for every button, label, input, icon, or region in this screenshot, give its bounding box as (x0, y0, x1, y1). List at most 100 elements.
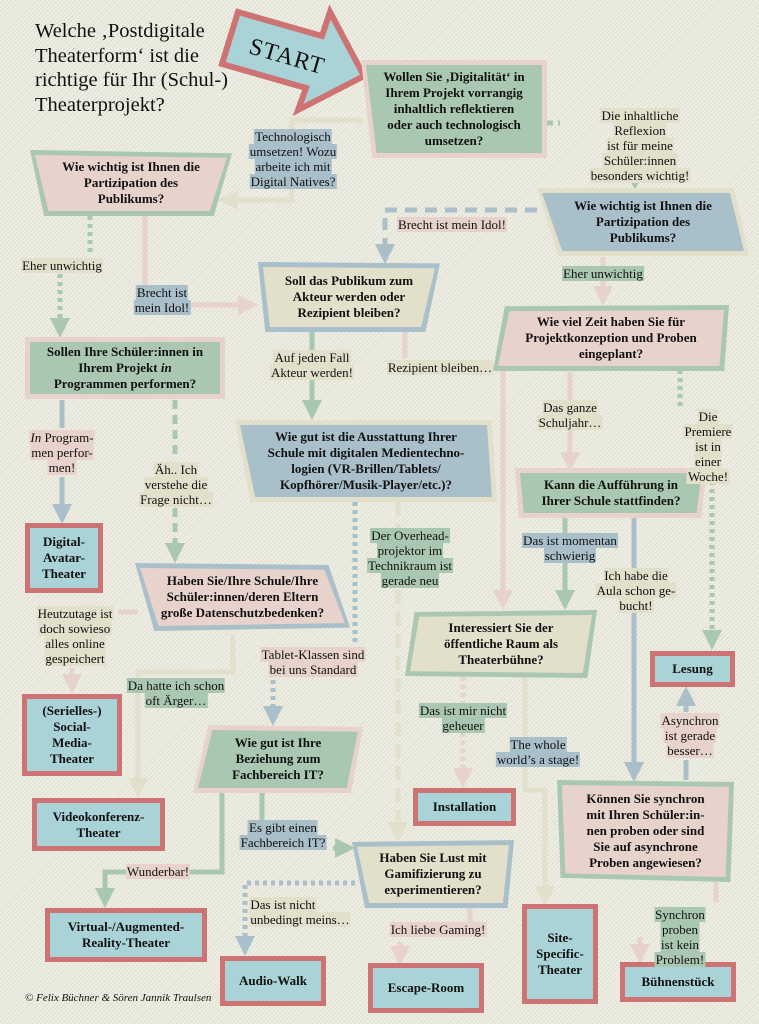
page-title: Welche ‚Postdigitale Theaterform‘ ist di… (35, 20, 228, 116)
answer-text: Der Overhead- projektor im Technikraum i… (367, 528, 453, 588)
answer-text: Da hatte ich schon oft Ärger… (126, 678, 226, 708)
answer-text: Äh.. Ich verstehe die Frage nicht… (139, 462, 213, 507)
answer-label: Asynchron ist gerade besser… (660, 713, 720, 758)
question-text: Wie gut ist Ihre Beziehung zum Fachberei… (232, 735, 324, 782)
result-reading: Lesung (650, 651, 735, 687)
result-text: Videokonferenz- Theater (52, 808, 145, 840)
answer-text: Heutzutage ist doch sowieso alles online… (36, 606, 114, 666)
answer-text: Es gibt einen Fachbereich IT? (239, 820, 327, 850)
answer-label: Synchron proben ist kein Problem! (641, 907, 720, 967)
answer-text-emphasis: In (30, 430, 42, 445)
start-arrow-icon (218, 4, 369, 117)
question-text: Haben Sie/Ihre Schule/Ihre Schüler:innen… (160, 573, 325, 620)
question-data-privacy: Haben Sie/Ihre Schule/Ihre Schüler:innen… (135, 563, 350, 631)
result-text: Installation (432, 799, 497, 814)
answer-label: Äh.. Ich verstehe die Frage nicht… (139, 462, 213, 507)
question-participation-left: Wie wichtig ist Ihnen die Partizipation … (30, 150, 232, 216)
answer-text: Synchron proben ist kein Problem! (654, 907, 706, 967)
answer-text: The whole world’s a stage! (495, 737, 581, 767)
result-stage-play: Bühnenstück (620, 962, 736, 1002)
result-site-specific-theater: Site- Specific- Theater (522, 904, 598, 1004)
answer-text: Eher unwichtig (21, 258, 103, 273)
answer-text: Das ist nicht unbedingt meins… (249, 897, 351, 927)
question-text: Wie gut ist die Ausstattung Ihrer Schule… (267, 429, 465, 492)
answer-text: Tablet-Klassen sind bei uns Standard (260, 647, 366, 677)
question-at-school: Kann die Aufführung in Ihrer Schule stat… (515, 468, 707, 518)
answer-label: Tablet-Klassen sind bei uns Standard (260, 647, 366, 677)
answer-text: Das ganze Schuljahr… (537, 400, 603, 430)
answer-label: Eher unwichtig (21, 258, 103, 273)
answer-text: Wunderbar! (125, 864, 191, 879)
answer-label: Rezipient bleiben… (386, 360, 494, 375)
answer-text: Ich habe die Aula schon ge- bucht! (595, 568, 677, 613)
result-vr-ar-theater: Virtual-/Augmented- Reality-Theater (45, 908, 207, 962)
answer-label: Auf jeden Fall Akteur werden! (270, 350, 354, 380)
result-text: Digital- Avatar- Theater (41, 534, 87, 581)
answer-label: The whole world’s a stage! (495, 737, 581, 767)
question-text: Können Sie synchron mit Ihren Schüler:in… (586, 791, 705, 870)
answer-label: Ich habe die Aula schon ge- bucht! (595, 568, 677, 613)
answer-text: Das ist mir nicht geheuer (418, 703, 508, 733)
connector (128, 634, 236, 798)
question-text: Haben Sie Lust mit Gamifizierung zu expe… (379, 850, 487, 897)
result-text: (Serielles-) Social- Media- Theater (42, 703, 102, 766)
result-digital-avatar-theater: Digital- Avatar- Theater (25, 523, 103, 593)
answer-label: Eher unwichtig (562, 266, 644, 281)
question-synchronous: Können Sie synchron mit Ihren Schüler:in… (557, 780, 734, 882)
answer-text: Brecht ist mein Idol! (397, 217, 507, 232)
answer-text: Die Premiere ist in einer Woche! (683, 409, 733, 484)
answer-label: Da hatte ich schon oft Ärger… (126, 678, 226, 708)
question-text: Sollen Ihre Schüler:innen in Ihrem Proje… (46, 344, 204, 375)
answer-label: In Program- men perfor- men! (29, 430, 95, 475)
answer-label: Es gibt einen Fachbereich IT? (239, 820, 327, 850)
result-text: Lesung (672, 661, 713, 676)
answer-text: Rezipient bleiben… (386, 360, 494, 375)
connector (375, 207, 537, 264)
answer-label: Das ist mir nicht geheuer (418, 703, 508, 733)
answer-label: Brecht ist mein Idol! (397, 217, 507, 232)
answer-label: Technologisch umsetzen! Wozu arbeite ich… (248, 129, 338, 189)
question-equipment: Wie gut ist die Ausstattung Ihrer Schule… (235, 420, 497, 502)
answer-text: Ich liebe Gaming! (389, 922, 487, 937)
answer-label: Wunderbar! (125, 864, 191, 879)
result-text: Bühnenstück (641, 974, 715, 989)
result-installation: Installation (413, 788, 516, 826)
result-text: Escape-Room (387, 980, 465, 995)
question-gamification: Haben Sie Lust mit Gamifizierung zu expe… (352, 840, 514, 908)
result-videoconference-theater: Videokonferenz- Theater (32, 798, 165, 851)
answer-label: Die Premiere ist in einer Woche! (683, 409, 734, 484)
question-text: Wollen Sie ‚Digitalität‘ in Ihrem Projek… (383, 69, 525, 148)
question-time: Wie viel Zeit haben Sie für Projektkonze… (493, 305, 729, 371)
question-public-space: Interessiert Sie der öffentliche Raum al… (405, 610, 597, 678)
answer-label: Der Overhead- projektor im Technikraum i… (367, 528, 453, 588)
answer-text: Das ist momentan schwierig (522, 533, 618, 563)
result-text: Audio-Walk (239, 973, 307, 988)
answer-label: Das ist nicht unbedingt meins… (249, 897, 351, 927)
question-text-emphasis: in (160, 360, 172, 375)
answer-text: Eher unwichtig (562, 266, 644, 281)
answer-text: Auf jeden Fall Akteur werden! (270, 350, 354, 380)
question-perform-programs: Sollen Ihre Schüler:innen in Ihrem Proje… (25, 337, 225, 399)
result-audio-walk: Audio-Walk (220, 956, 326, 1006)
result-text: Virtual-/Augmented- Reality-Theater (67, 919, 185, 950)
answer-label: Die inhaltliche Reflexion ist für meine … (581, 108, 700, 183)
copyright-footer: © Felix Büchner & Sören Jannik Traulsen (25, 992, 212, 1004)
answer-label: Brecht ist mein Idol! (133, 285, 191, 315)
answer-text: Die inhaltliche Reflexion ist für meine … (589, 108, 691, 183)
question-text: Kann die Aufführung in Ihrer Schule stat… (541, 477, 681, 508)
question-digitality: Wollen Sie ‚Digitalität‘ in Ihrem Projek… (361, 60, 547, 158)
result-social-media-theater: (Serielles-) Social- Media- Theater (22, 694, 122, 776)
answer-text: Program- men perfor- men! (31, 430, 94, 475)
connector (235, 880, 355, 956)
question-text: Soll das Publikum zum Akteur werden oder… (284, 273, 414, 320)
question-text: Wie wichtig ist Ihnen die Partizipation … (62, 159, 200, 206)
question-text: Wie wichtig ist Ihnen die Partizipation … (574, 198, 712, 245)
answer-label: Heutzutage ist doch sowieso alles online… (36, 606, 114, 666)
question-participation-right: Wie wichtig ist Ihnen die Partizipation … (537, 188, 749, 256)
answer-label: Ich liebe Gaming! (389, 922, 487, 937)
question-it-department: Wie gut ist Ihre Beziehung zum Fachberei… (193, 725, 363, 793)
question-text: Programmen performen? (53, 376, 197, 391)
answer-text: Asynchron ist gerade besser… (660, 713, 720, 758)
answer-text: Technologisch umsetzen! Wozu arbeite ich… (248, 129, 338, 189)
